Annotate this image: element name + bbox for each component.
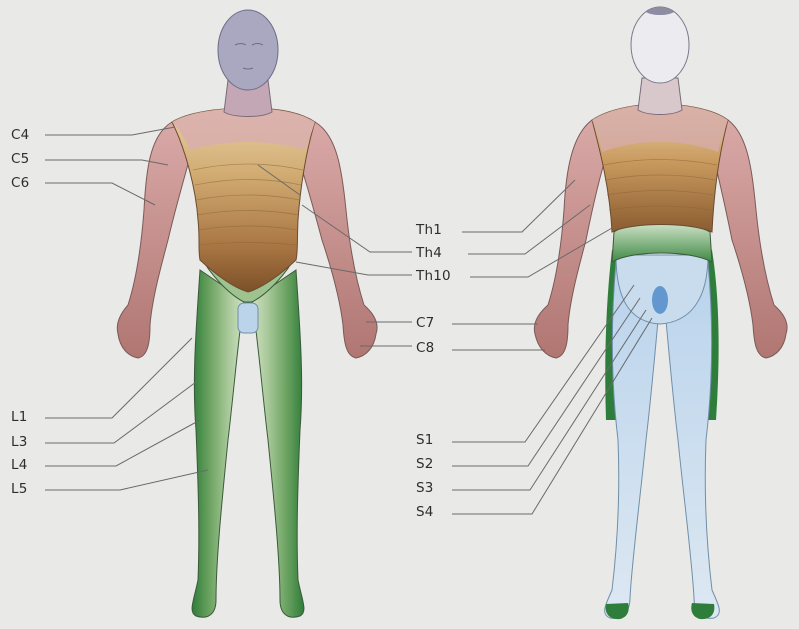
label-c6: C6	[11, 175, 29, 191]
label-c7: C7	[416, 315, 434, 331]
label-s3: S3	[416, 480, 434, 496]
front-right-arm	[117, 122, 192, 358]
back-body	[534, 7, 787, 619]
leader-l1	[45, 338, 192, 418]
label-th4: Th4	[416, 245, 442, 261]
leader-c6	[45, 183, 155, 205]
leader-th1	[462, 180, 575, 232]
front-body	[117, 10, 377, 617]
leader-l5	[45, 470, 208, 490]
back-head	[631, 7, 689, 83]
label-l3: L3	[11, 434, 28, 450]
front-genital-area	[238, 303, 258, 333]
leader-c4	[45, 127, 175, 135]
leader-l3	[45, 382, 196, 443]
label-s1: S1	[416, 432, 434, 448]
back-sacral-center	[652, 286, 668, 314]
label-c8: C8	[416, 340, 434, 356]
front-head	[218, 10, 278, 90]
label-s4: S4	[416, 504, 434, 520]
leader-th10	[470, 228, 612, 277]
back-right-arm	[712, 120, 787, 358]
label-c5: C5	[11, 151, 29, 167]
front-left-arm	[296, 122, 377, 358]
front-left-leg	[252, 270, 304, 617]
label-th1: Th1	[416, 222, 442, 238]
front-right-leg	[192, 270, 244, 617]
label-c4: C4	[11, 127, 29, 143]
label-l4: L4	[11, 457, 28, 473]
label-l5: L5	[11, 481, 28, 497]
label-s2: S2	[416, 456, 434, 472]
label-l1: L1	[11, 409, 28, 425]
label-th10: Th10	[416, 268, 451, 284]
